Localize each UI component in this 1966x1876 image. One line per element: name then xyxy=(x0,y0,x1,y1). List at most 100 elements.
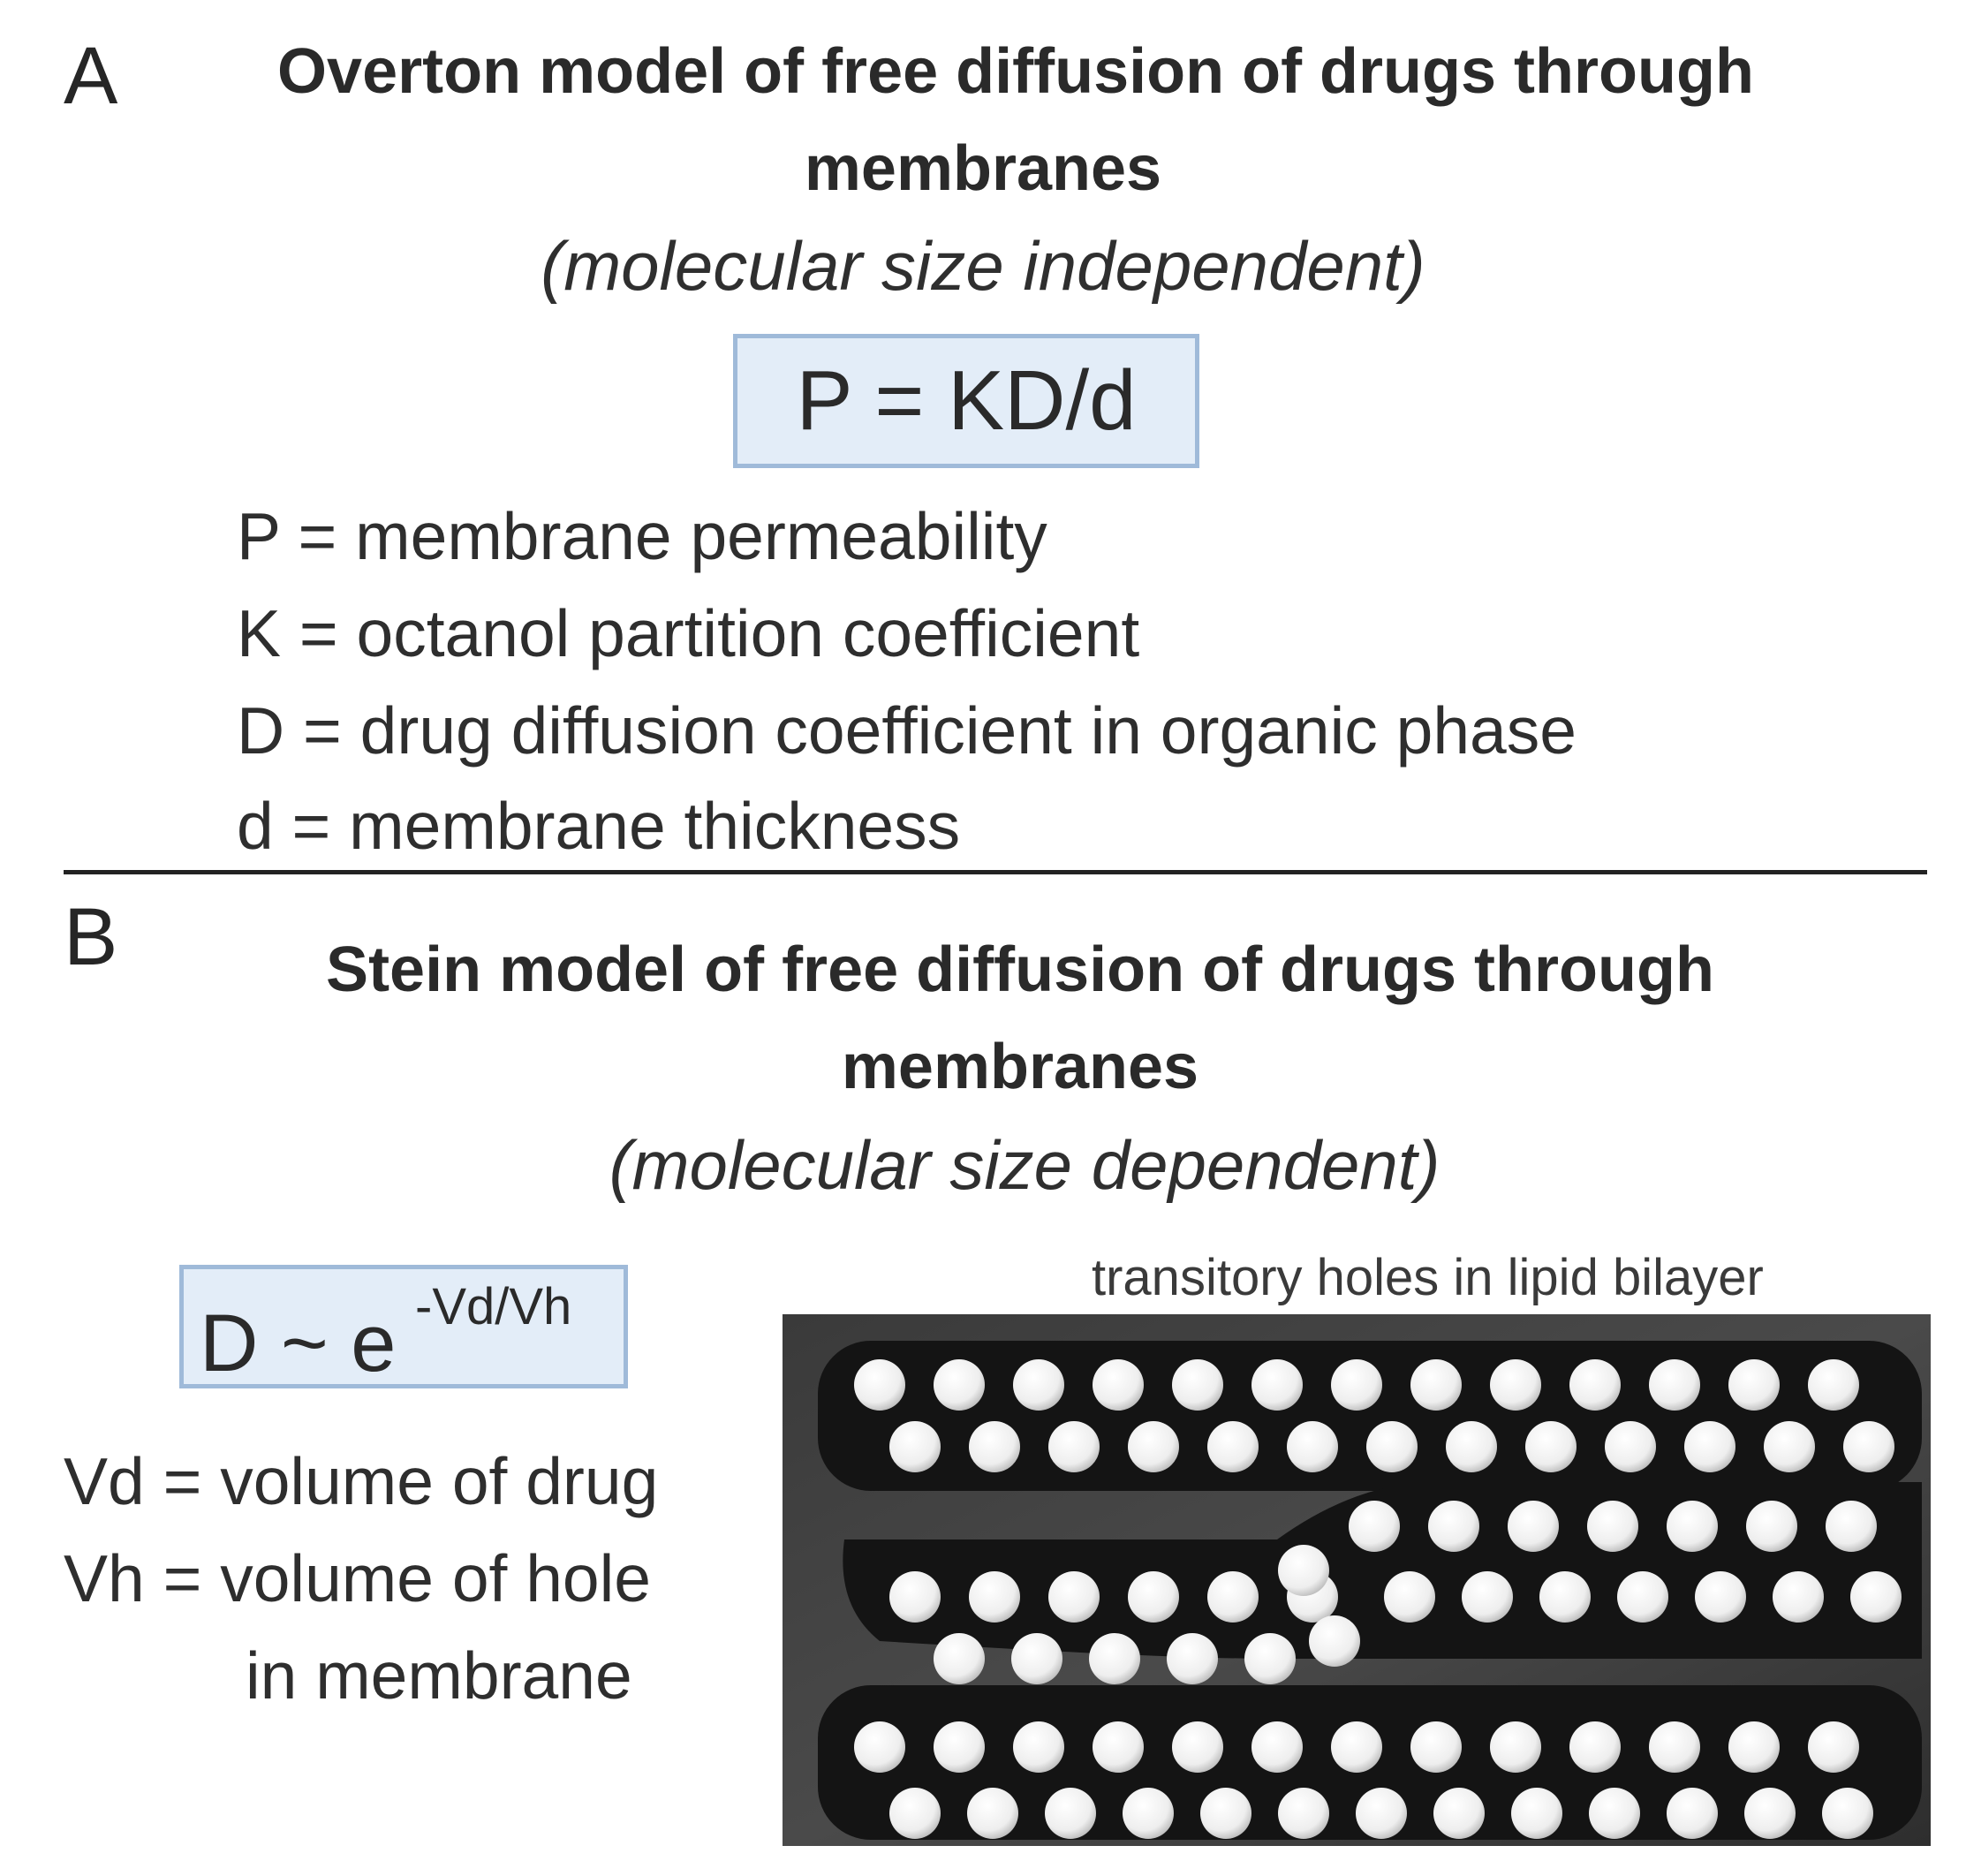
lipid-head-sphere xyxy=(1207,1571,1259,1623)
lipid-head-sphere xyxy=(1850,1571,1902,1623)
lipid-head-sphere xyxy=(1128,1421,1179,1472)
lipid-head-sphere xyxy=(967,1788,1018,1839)
lipid-head-sphere xyxy=(1617,1571,1668,1623)
panel-divider xyxy=(64,870,1927,874)
sphere-group xyxy=(854,1359,1902,1839)
lipid-head-sphere xyxy=(1048,1421,1100,1472)
lipid-head-sphere xyxy=(1011,1633,1062,1684)
lipid-head-sphere xyxy=(1410,1721,1462,1773)
lipid-head-sphere xyxy=(934,1633,985,1684)
panel-a-subtitle: (molecular size independent) xyxy=(541,227,1425,305)
lipid-bilayer-photo xyxy=(783,1314,1931,1846)
lipid-head-sphere xyxy=(1511,1788,1562,1839)
panel-b-title-line1: Stein model of free diffusion of drugs t… xyxy=(326,934,1714,1005)
lipid-head-sphere xyxy=(1728,1359,1780,1411)
lipid-head-sphere xyxy=(1667,1501,1718,1552)
lipid-head-sphere xyxy=(1822,1788,1873,1839)
lipid-head-sphere xyxy=(1309,1615,1360,1667)
lipid-head-sphere xyxy=(1013,1359,1064,1411)
lipid-head-sphere xyxy=(1093,1359,1144,1411)
panel-b-formula-base: D ~ e xyxy=(200,1298,397,1388)
lipid-head-sphere xyxy=(1128,1571,1179,1623)
lipid-head-sphere xyxy=(1331,1359,1382,1411)
lipid-head-sphere xyxy=(1525,1421,1577,1472)
panel-b-def-vd: Vd = volume of drug xyxy=(64,1444,659,1518)
lipid-head-sphere xyxy=(1446,1421,1497,1472)
lipid-head-sphere xyxy=(934,1721,985,1773)
lipid-head-sphere xyxy=(1744,1788,1796,1839)
lipid-head-sphere xyxy=(1331,1721,1382,1773)
lipid-head-sphere xyxy=(1045,1788,1096,1839)
lipid-head-sphere xyxy=(1278,1545,1329,1596)
lipid-head-sphere xyxy=(1349,1501,1400,1552)
panel-b-subtitle: (molecular size dependent) xyxy=(609,1126,1440,1204)
panel-a-title-line1: Overton model of free diffusion of drugs… xyxy=(277,36,1754,107)
lipid-head-sphere xyxy=(1123,1788,1174,1839)
lipid-head-sphere xyxy=(1587,1501,1638,1552)
lipid-head-sphere xyxy=(1649,1359,1700,1411)
lipid-head-sphere xyxy=(1808,1359,1859,1411)
lipid-head-sphere xyxy=(1589,1788,1640,1839)
lipid-head-sphere xyxy=(1826,1501,1877,1552)
panel-b-def-vh-cont: in membrane xyxy=(246,1638,632,1713)
lipid-bilayer-illustration xyxy=(783,1314,1931,1846)
panel-b-title-line2: membranes xyxy=(841,1032,1199,1102)
lipid-head-sphere xyxy=(1539,1571,1591,1623)
bilayer-caption: transitory holes in lipid bilayer xyxy=(1092,1249,1764,1306)
lipid-head-sphere xyxy=(969,1421,1020,1472)
panel-a-letter: A xyxy=(64,31,118,121)
lipid-head-sphere xyxy=(1366,1421,1418,1472)
lipid-head-sphere xyxy=(1746,1501,1797,1552)
lipid-head-sphere xyxy=(969,1571,1020,1623)
lipid-head-sphere xyxy=(1773,1571,1824,1623)
lipid-head-sphere xyxy=(1490,1359,1541,1411)
lipid-head-sphere xyxy=(889,1571,941,1623)
panel-a-def-d: D = drug diffusion coefficient in organi… xyxy=(237,693,1577,768)
lipid-head-sphere xyxy=(1649,1721,1700,1773)
lipid-head-sphere xyxy=(1462,1571,1513,1623)
panel-a-formula-box: P = KD/d xyxy=(733,334,1199,468)
lipid-head-sphere xyxy=(1207,1421,1259,1472)
lipid-head-sphere xyxy=(1569,1359,1621,1411)
panel-b-formula-exponent: -Vd/Vh xyxy=(415,1278,572,1335)
panel-a-formula: P = KD/d xyxy=(796,353,1137,448)
panel-b-def-vh: Vh = volume of hole xyxy=(64,1541,652,1615)
lipid-head-sphere xyxy=(854,1359,905,1411)
lipid-head-sphere xyxy=(1251,1359,1303,1411)
lipid-head-sphere xyxy=(1605,1421,1656,1472)
lipid-head-sphere xyxy=(1251,1721,1303,1773)
panel-a-def-thickness: d = membrane thickness xyxy=(237,789,961,863)
lipid-head-sphere xyxy=(1200,1788,1251,1839)
lipid-head-sphere xyxy=(1172,1721,1223,1773)
panel-a-def-p: P = membrane permeability xyxy=(237,499,1047,573)
lipid-head-sphere xyxy=(1508,1501,1559,1552)
lipid-head-sphere xyxy=(1728,1721,1780,1773)
panel-b-formula-box: D ~ e -Vd/Vh xyxy=(179,1265,628,1388)
lipid-head-sphere xyxy=(1089,1633,1140,1684)
lipid-head-sphere xyxy=(1433,1788,1485,1839)
lipid-head-sphere xyxy=(1356,1788,1407,1839)
lipid-head-sphere xyxy=(1013,1721,1064,1773)
lipid-head-sphere xyxy=(1287,1421,1338,1472)
lipid-head-sphere xyxy=(854,1721,905,1773)
lipid-head-sphere xyxy=(1410,1359,1462,1411)
lipid-head-sphere xyxy=(1167,1633,1218,1684)
lipid-head-sphere xyxy=(1695,1571,1746,1623)
lipid-head-sphere xyxy=(1667,1788,1718,1839)
panel-a-title-line2: membranes xyxy=(804,133,1162,204)
lipid-head-sphere xyxy=(1428,1501,1479,1552)
lipid-head-sphere xyxy=(1384,1571,1435,1623)
panel-b-letter: B xyxy=(64,892,118,982)
lipid-head-sphere xyxy=(934,1359,985,1411)
lipid-head-sphere xyxy=(1278,1788,1329,1839)
lipid-head-sphere xyxy=(1569,1721,1621,1773)
lipid-head-sphere xyxy=(889,1788,941,1839)
lipid-head-sphere xyxy=(1244,1633,1296,1684)
lipid-head-sphere xyxy=(1490,1721,1541,1773)
lipid-head-sphere xyxy=(1093,1721,1144,1773)
lipid-head-sphere xyxy=(1808,1721,1859,1773)
lipid-head-sphere xyxy=(1843,1421,1894,1472)
lipid-head-sphere xyxy=(1764,1421,1815,1472)
lipid-head-sphere xyxy=(1048,1571,1100,1623)
lipid-head-sphere xyxy=(1172,1359,1223,1411)
